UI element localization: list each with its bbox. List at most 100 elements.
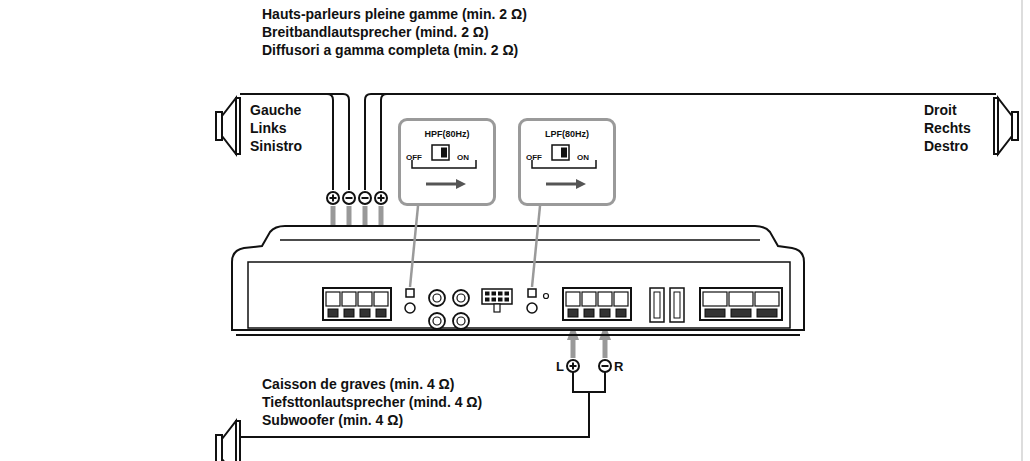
speaker-rim [236,421,240,461]
terminal-slot [703,292,727,306]
polarity-symbol [343,192,355,204]
terminal-slot [729,292,753,306]
rca-jack [453,290,469,306]
direction-arrowhead [456,179,466,189]
terminal-screw [757,309,777,317]
terminal-screw [328,309,338,317]
speaker-symbol [994,98,1018,154]
speaker-rim [236,98,240,154]
switch-knob [441,148,447,158]
gain-pot [405,303,415,313]
terminal-slot [358,292,372,306]
remote-connector [482,289,512,304]
channel-label: Sinistro [250,137,302,155]
hpf-switch [406,289,414,297]
switch-position: ON [577,153,589,162]
subwoofer-title: Caisson de graves (min. 4 Ω) [262,375,455,393]
terminal-screw [731,309,751,317]
callout-box: HPF(80Hz)OFFON [398,118,496,206]
connector-pin [498,298,503,302]
speaker-wire [365,94,387,190]
terminal-slot [374,292,388,306]
connector-pin [492,298,497,302]
switch-knob [561,148,567,158]
speaker-cone [998,98,1012,154]
filter-label: HPF(80Hz) [424,129,469,139]
terminal-label: R [614,358,623,376]
connector-pin [485,292,490,296]
terminal-screw [600,309,610,317]
channel-label: Droit [924,101,957,119]
amplifier-edge [280,239,760,241]
switch-position: OFF [526,153,542,162]
terminal-slot [566,292,580,306]
connector-pin [505,298,510,302]
speaker-title: Hauts-parleurs pleine gamme (min. 2 Ω) [262,5,527,23]
insert-arrow [603,338,608,358]
subwoofer-title: Subwoofer (min. 4 Ω) [262,411,403,429]
callout-box: LPF(80Hz) OFF ON [518,118,616,206]
rca-jack-inner [433,317,441,325]
terminal-screw [616,309,626,317]
direction-arrowhead [576,179,586,189]
terminal-block [563,288,631,320]
speaker-wire [240,94,333,190]
terminal-screw [705,309,725,317]
leader-line [410,206,418,287]
rca-jack [429,290,445,306]
polarity-stroke [602,365,609,367]
terminal-screw [376,309,386,317]
power-led [544,294,549,299]
amplifier-body [232,226,804,330]
speaker-wire [327,94,349,190]
direction-arrow [546,183,578,186]
polarity-symbol [375,192,387,204]
switch-housing [432,145,449,160]
terminal-slot [342,292,356,306]
terminal-slot [755,292,779,306]
switch-position: OFF [406,153,422,162]
terminal-slot [326,292,340,306]
speaker-wire [573,372,605,392]
rca-jack-inner [457,317,465,325]
terminal-slot [614,292,628,306]
frame-line [1022,0,1023,461]
speaker-symbol [216,421,240,461]
fuse [650,288,664,322]
terminal-label: L [540,358,564,376]
speaker-cone [222,421,236,461]
fuse-inner [674,292,680,318]
polarity-stroke [362,197,369,199]
amplifier-base [236,334,800,336]
fuse [670,288,684,322]
rca-jack [429,313,445,329]
connector-pin [485,298,490,302]
connector-pin [498,292,503,296]
polarity-symbol [327,192,339,204]
front-panel [248,262,790,328]
switch-housing [552,145,569,160]
subwoofer-title: Tiefsttonlautsprecher (mind. 4 Ω) [262,393,482,411]
speaker-wire [381,94,996,190]
terminal-screw [360,309,370,317]
rca-jack [453,313,469,329]
polarity-symbol [599,360,611,372]
rca-jack-inner [457,294,465,302]
speaker-wire [240,392,589,437]
channel-label: Links [250,119,287,137]
polarity-stroke [346,197,353,199]
speaker-symbol [216,98,240,154]
gain-pot [527,303,537,313]
filter-label: LPF(80Hz) [545,129,589,139]
terminal-block [700,288,782,320]
terminal-slot [598,292,612,306]
speaker-title: Diffusori a gamma completa (min. 2 Ω) [262,41,518,59]
polarity-symbol [567,360,579,372]
polarity-stroke [380,195,382,202]
connector-pin [505,292,510,296]
terminal-screw [584,309,594,317]
channel-label: Rechts [924,119,971,137]
channel-label: Gauche [250,101,301,119]
